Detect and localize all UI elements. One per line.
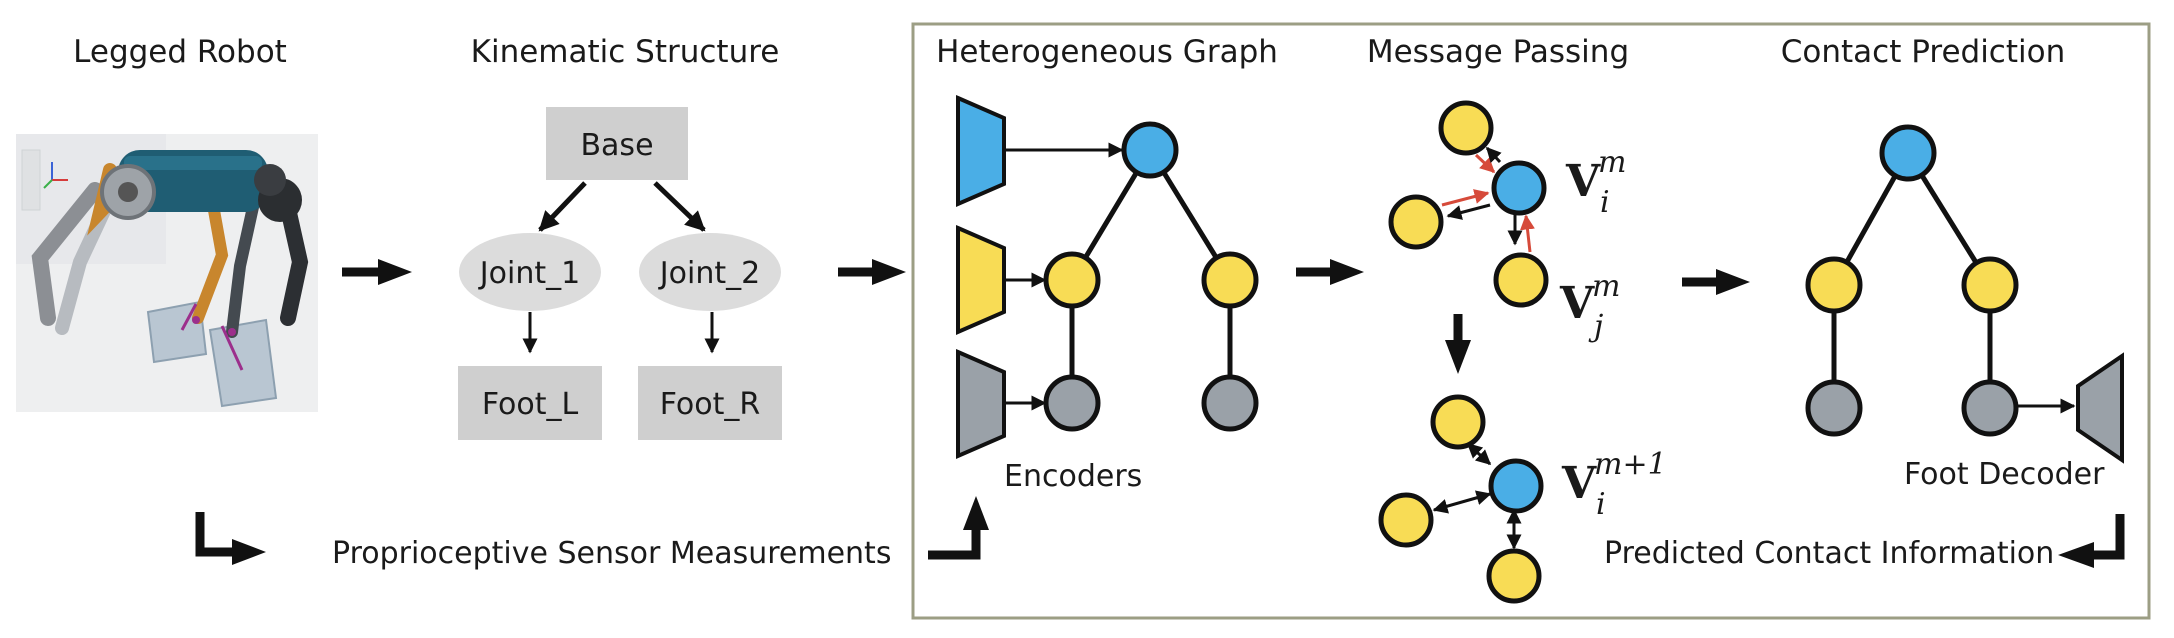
mp1-node-neighbor-left xyxy=(1378,492,1434,548)
mp-node-center xyxy=(1491,160,1547,216)
node-base-label: Base xyxy=(580,128,653,163)
svg-text:m: m xyxy=(1592,269,1620,304)
node-foot-l-label: Foot_L xyxy=(482,387,579,422)
mp-node-neighbor-top xyxy=(1438,100,1494,156)
title-heterogeneous-graph: Heterogeneous Graph xyxy=(936,34,1278,70)
label-v-i-m1: V i m+1 xyxy=(1561,447,1667,522)
predicted-contact-label: Predicted Contact Information xyxy=(1604,536,2054,571)
node-joint-1-label: Joint_1 xyxy=(478,256,580,291)
node-joint-1 xyxy=(459,233,601,311)
mp-node-neighbor-left xyxy=(1388,194,1444,250)
arrow-kinematic-to-graph xyxy=(838,259,906,285)
message-passing-step-m1: V i m+1 xyxy=(1378,394,1667,604)
svg-text:V: V xyxy=(1565,156,1601,207)
node-foot-l xyxy=(458,366,602,440)
arrow-message-down xyxy=(1445,314,1471,374)
mp1-node-neighbor-top xyxy=(1430,394,1486,450)
mp-node-neighbor-bottom xyxy=(1493,252,1549,308)
title-contact-prediction: Contact Prediction xyxy=(1781,34,2065,70)
title-kinematic-structure: Kinematic Structure xyxy=(471,34,780,70)
pred-node-foot-1 xyxy=(1805,379,1863,437)
pred-node-foot-2 xyxy=(1961,379,2019,437)
encoder-foot xyxy=(956,348,1006,460)
kinematic-tree: Base Joint_1 Joint_2 Foot_L Foot_R xyxy=(458,107,782,440)
terrain-plate-right xyxy=(208,318,278,408)
proprioceptive-label: Proprioceptive Sensor Measurements xyxy=(332,536,891,571)
pred-node-joint-2 xyxy=(1961,256,2019,314)
svg-text:V: V xyxy=(1559,278,1595,329)
graph-node-joint-2 xyxy=(1201,251,1259,309)
message-passing-step-m: V i m V j m xyxy=(1388,100,1626,344)
graph-node-foot-1 xyxy=(1043,374,1101,432)
title-message-passing: Message Passing xyxy=(1367,34,1629,70)
arrow-predicted-bend xyxy=(2058,514,2125,568)
arrow-to-encoders-bend xyxy=(928,496,989,560)
flow-arrows xyxy=(195,259,2125,568)
contact-prediction-graph xyxy=(1805,124,2124,464)
encoders-label: Encoders xyxy=(1004,459,1142,494)
svg-text:i: i xyxy=(1596,487,1606,522)
label-v-j-m: V j m xyxy=(1559,269,1620,344)
svg-text:V: V xyxy=(1561,458,1597,509)
terrain-plate-left xyxy=(146,300,208,364)
foot-decoder-label: Foot Decoder xyxy=(1904,457,2105,492)
graph-node-foot-2 xyxy=(1201,374,1259,432)
node-foot-r-label: Foot_R xyxy=(660,387,761,422)
pred-node-base xyxy=(1879,124,1937,182)
arrow-proprio-bend xyxy=(195,512,266,565)
mp1-node-neighbor-bottom xyxy=(1486,548,1542,604)
node-joint-2-label: Joint_2 xyxy=(658,256,760,291)
graph-node-base xyxy=(1121,121,1179,179)
node-foot-r xyxy=(638,366,782,440)
legged-robot-illustration xyxy=(16,134,318,412)
pred-node-joint-1 xyxy=(1805,256,1863,314)
foot-decoder-shape xyxy=(2076,352,2124,464)
heterogeneous-graph xyxy=(956,94,1259,460)
title-legged-robot: Legged Robot xyxy=(73,34,287,70)
svg-text:m: m xyxy=(1598,145,1626,180)
arrow-robot-to-kinematic xyxy=(342,259,412,285)
encoder-joint xyxy=(956,224,1006,336)
svg-text:m+1: m+1 xyxy=(1594,447,1667,482)
arrow-message-to-prediction xyxy=(1682,269,1750,295)
encoder-base xyxy=(956,94,1006,208)
label-v-i-m: V i m xyxy=(1565,145,1626,220)
node-joint-2 xyxy=(639,233,781,311)
node-base xyxy=(546,107,688,180)
gnn-panel-frame xyxy=(911,22,2151,620)
axis-gizmo-icon xyxy=(43,162,68,189)
arrow-graph-to-message xyxy=(1296,259,1364,285)
svg-text:i: i xyxy=(1600,185,1610,220)
mp1-node-center xyxy=(1488,458,1544,514)
graph-node-joint-1 xyxy=(1043,251,1101,309)
